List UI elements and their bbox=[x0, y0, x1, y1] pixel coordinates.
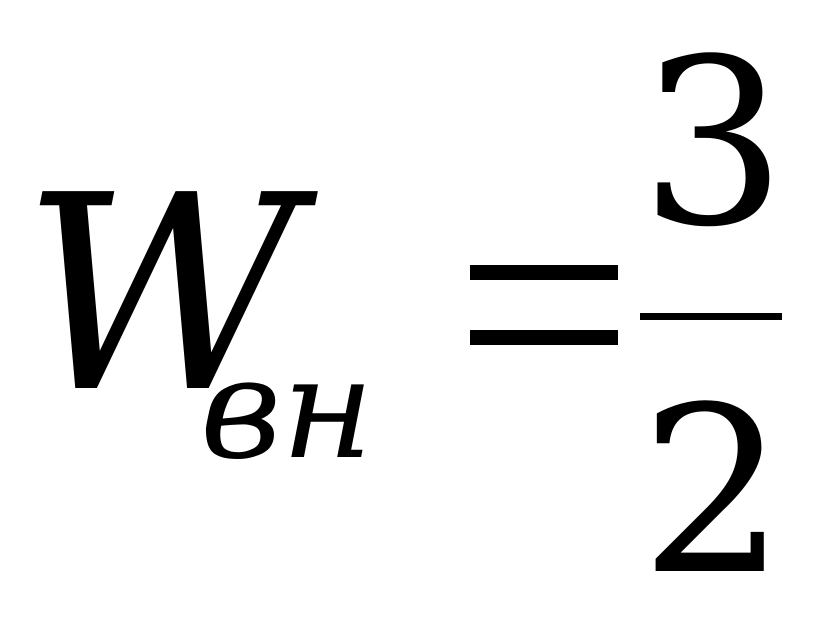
fraction-denominator: 2 bbox=[640, 359, 787, 626]
equals-sign bbox=[470, 265, 618, 347]
equals-bar-top bbox=[470, 265, 618, 280]
formula: W вн 3 2 bbox=[22, 11, 787, 626]
variable-subscript: вн bbox=[200, 328, 374, 491]
equals-bar-bottom bbox=[470, 330, 618, 345]
variable-w: W bbox=[22, 137, 300, 452]
fraction-bar bbox=[640, 313, 782, 320]
fraction-numerator: 3 bbox=[640, 11, 787, 278]
